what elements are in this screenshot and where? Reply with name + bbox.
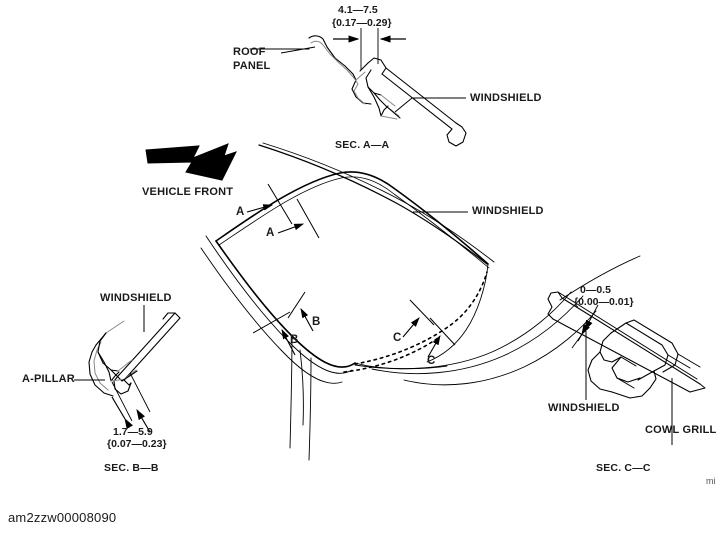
sec-b-drawing bbox=[88, 312, 181, 397]
sec-a-windshield-leader2 bbox=[394, 97, 413, 113]
sec-c-drawing bbox=[547, 291, 706, 399]
sec-a-roof-panel-leader bbox=[280, 46, 316, 54]
sec-a-dimension-mm: 4.1—7.5 bbox=[338, 4, 378, 16]
sec-b-dimension-lines bbox=[111, 372, 151, 433]
sec-a-drawing bbox=[249, 35, 467, 147]
sec-a-dimension-in: {0.17—0.29} bbox=[332, 17, 392, 29]
main-windshield-label: WINDSHIELD bbox=[472, 205, 544, 217]
unit-note: mi bbox=[706, 476, 716, 486]
sec-a-roof-panel-label-line2: PANEL bbox=[233, 60, 271, 72]
sec-b-title: SEC. B—B bbox=[104, 462, 159, 474]
figure-caption: am2zzw00008090 bbox=[8, 510, 117, 525]
section-mark-b-upper: B bbox=[312, 316, 321, 328]
section-mark-c-lower: C bbox=[427, 355, 436, 367]
sec-c-windshield-label: WINDSHIELD bbox=[548, 402, 620, 414]
main-section-marker-a-lower bbox=[277, 198, 320, 239]
section-mark-a-upper: A bbox=[236, 206, 245, 218]
section-mark-c-upper: C bbox=[393, 332, 402, 344]
sec-c-title: SEC. C—C bbox=[596, 462, 651, 474]
main-section-marker-c-upper bbox=[402, 299, 435, 338]
sec-a-windshield-label: WINDSHIELD bbox=[470, 92, 542, 104]
sec-c-dimension-mm: 0—0.5 bbox=[580, 284, 611, 296]
main-section-marker-b-lower bbox=[252, 311, 296, 356]
sec-c-dimension-lines bbox=[571, 304, 599, 349]
main-section-marker-a-upper bbox=[246, 183, 293, 225]
main-section-marker-c-lower bbox=[427, 317, 456, 358]
vehicle-front-label: VEHICLE FRONT bbox=[142, 186, 234, 198]
sec-b-dimension-in: {0.07—0.23} bbox=[107, 438, 167, 450]
sec-c-cowl-grille-label: COWL GRILL bbox=[645, 424, 717, 436]
section-mark-a-lower: A bbox=[266, 227, 275, 239]
sec-a-roof-panel-label-line1: ROOF bbox=[233, 46, 266, 58]
sec-a-dimension-lines bbox=[333, 28, 406, 70]
sec-c-dimension-in: {0.00—0.01} bbox=[574, 296, 634, 308]
sec-b-dimension-mm: 1.7—5.9 bbox=[113, 426, 153, 438]
sec-b-windshield-label: WINDSHIELD bbox=[100, 292, 172, 304]
sec-a-title: SEC. A—A bbox=[335, 139, 390, 151]
main-section-marker-b-upper bbox=[287, 291, 314, 332]
section-mark-b-lower: B bbox=[290, 334, 299, 346]
sec-b-apillar-label: A-PILLAR bbox=[22, 373, 75, 385]
vehicle-front-arrow-icon bbox=[145, 143, 237, 181]
